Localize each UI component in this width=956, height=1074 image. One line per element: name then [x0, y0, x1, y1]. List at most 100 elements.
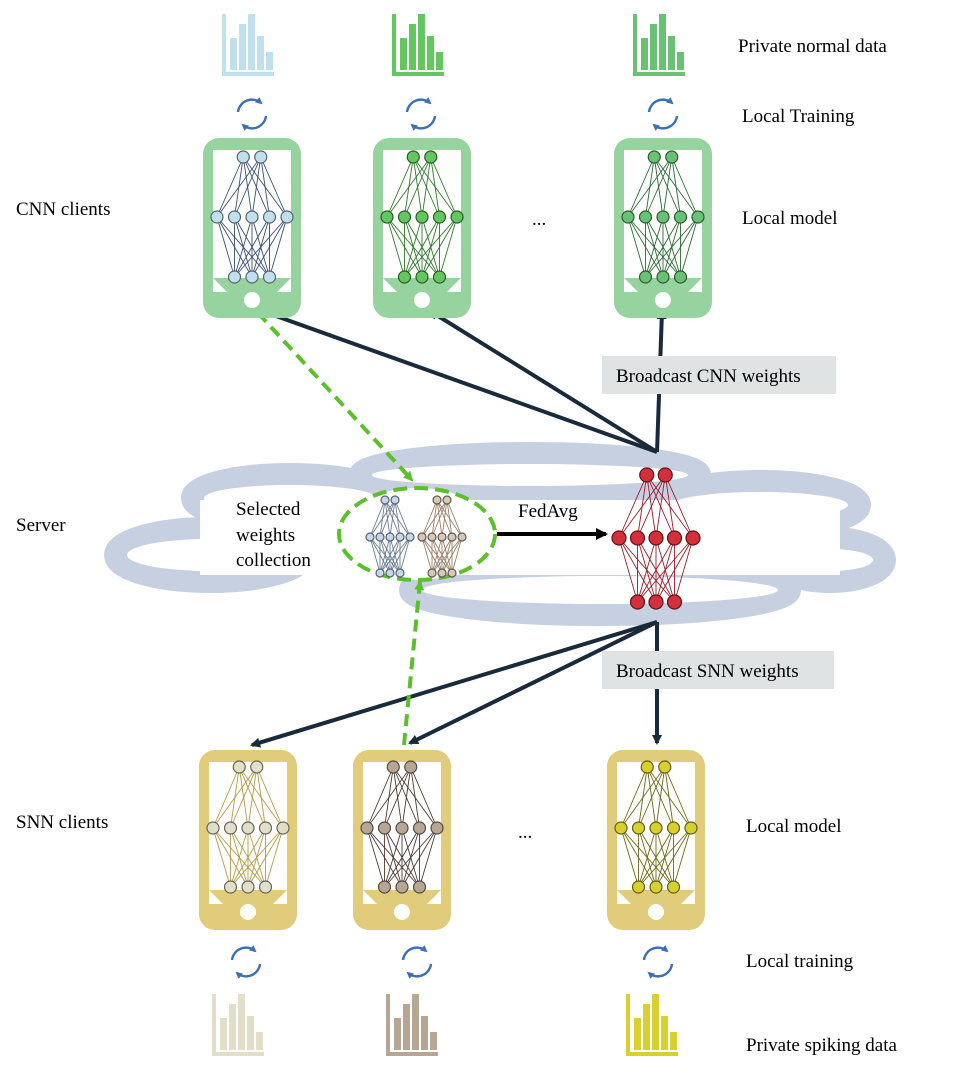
- network-node: [639, 467, 655, 483]
- network-node: [360, 821, 374, 835]
- phone-home-button: [240, 904, 256, 920]
- client-phones: [199, 138, 712, 930]
- network-node: [611, 530, 627, 546]
- sync-icon: [405, 97, 437, 131]
- server-label: Server: [16, 515, 66, 536]
- broadcast-cnn-arrow-1: [260, 308, 658, 454]
- broadcast-cnn-box: [602, 356, 836, 394]
- network-node: [380, 210, 394, 224]
- phone-corner: [688, 278, 702, 292]
- network-node: [629, 530, 646, 546]
- network-edges: [620, 766, 692, 888]
- phone-corner: [273, 890, 287, 904]
- phone-corner: [363, 890, 377, 904]
- sync-icon: [230, 945, 262, 979]
- bar-chart-icon: [222, 14, 274, 76]
- network-node: [395, 568, 405, 578]
- network-edges: [369, 499, 411, 574]
- network-node: [280, 210, 294, 224]
- cnn-client-network-1: [210, 150, 294, 284]
- network-node: [457, 532, 467, 542]
- network-node: [666, 821, 681, 835]
- phone-corner: [213, 278, 227, 292]
- network-edges: [627, 156, 699, 278]
- phone-corner: [209, 890, 223, 904]
- network-node: [427, 568, 437, 578]
- network-node: [629, 594, 646, 610]
- phone-home-button: [394, 904, 410, 920]
- network-node: [380, 495, 390, 505]
- network-node: [638, 210, 653, 224]
- network-node: [666, 530, 683, 546]
- sync-icons: [230, 97, 679, 979]
- selected-cnn-network: [365, 495, 415, 578]
- network-node: [254, 150, 268, 164]
- local-training-top-label: Local Training: [742, 106, 855, 127]
- network-node: [406, 150, 420, 164]
- network-node: [241, 821, 255, 835]
- network-edges: [386, 156, 458, 278]
- phone-home-button: [244, 292, 260, 308]
- bar-chart-icon: [386, 994, 438, 1056]
- network-node: [638, 270, 653, 284]
- network-node: [685, 530, 701, 546]
- network-node: [250, 760, 264, 774]
- network-node: [377, 880, 392, 894]
- sync-icon: [647, 97, 679, 131]
- network-node: [385, 532, 395, 542]
- selected-weights-networks: [365, 495, 467, 578]
- network-node: [631, 880, 646, 894]
- network-node: [412, 880, 427, 894]
- network-node: [227, 270, 242, 284]
- network-node: [232, 760, 246, 774]
- network-node: [377, 821, 392, 835]
- network-node: [210, 210, 224, 224]
- selected-weights-ellipse: [337, 486, 497, 582]
- bar-chart-icon: [392, 14, 444, 76]
- phone-home-button: [655, 292, 671, 308]
- phone-corner: [277, 278, 291, 292]
- network-node: [417, 532, 427, 542]
- private-spiking-data-label: Private spiking data: [746, 1035, 897, 1056]
- network-node: [450, 210, 464, 224]
- broadcast-snn-arrow-1: [250, 620, 658, 748]
- upload-snn-arrow: [402, 580, 425, 746]
- selected-snn-network: [417, 495, 467, 578]
- network-edges: [366, 766, 438, 888]
- snn-client-network-1: [206, 760, 290, 894]
- broadcast-cnn-arrow-2: [428, 309, 659, 454]
- network-node: [631, 821, 646, 835]
- network-node: [614, 821, 628, 835]
- sync-icon: [401, 945, 433, 979]
- network-node: [405, 532, 415, 542]
- bar-chart-icons: [212, 14, 685, 1056]
- network-node: [415, 210, 429, 224]
- phone-home-button: [648, 904, 664, 920]
- broadcast-snn-box: [602, 651, 834, 689]
- selected-weights-line1: Selected: [236, 499, 301, 520]
- sync-icon: [236, 97, 268, 131]
- network-node: [397, 270, 412, 284]
- cnn-clients-label: CNN clients: [16, 199, 110, 220]
- selected-weights-line3: collection: [236, 550, 311, 571]
- network-node: [424, 150, 438, 164]
- network-node: [647, 150, 661, 164]
- private-normal-data-label: Private normal data: [738, 36, 887, 57]
- network-node: [227, 210, 242, 224]
- network-node: [447, 532, 457, 542]
- network-node: [673, 270, 688, 284]
- network-node: [385, 568, 395, 578]
- network-node: [415, 270, 429, 284]
- network-node: [223, 821, 238, 835]
- network-node: [432, 270, 447, 284]
- network-node: [245, 210, 259, 224]
- network-node: [684, 821, 698, 835]
- snn-clients-label: SNN clients: [16, 812, 108, 833]
- network-node: [427, 532, 437, 542]
- network-node: [437, 532, 447, 542]
- network-node: [649, 880, 663, 894]
- network-node: [395, 880, 409, 894]
- network-edges: [212, 766, 284, 888]
- network-node: [437, 568, 447, 578]
- network-node: [442, 495, 452, 505]
